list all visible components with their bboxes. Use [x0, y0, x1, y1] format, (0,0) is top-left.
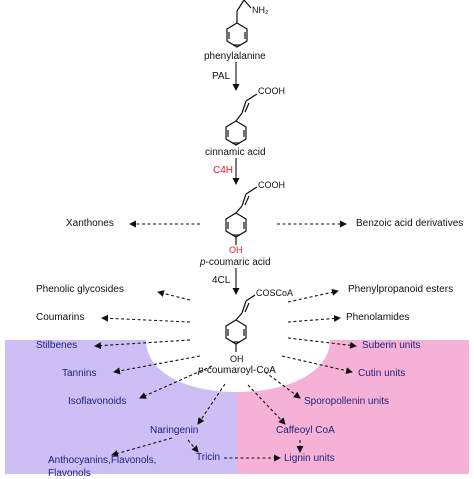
p-coumaric-prefix: p: [200, 257, 206, 268]
c4h-enzyme-label: C4H: [213, 165, 234, 176]
p-coumaric-oh-label: OH: [229, 245, 243, 255]
arrow-to-caffeoyl: [247, 384, 286, 425]
flavonols-cut-label: Flavonols: [48, 468, 91, 479]
cinnamic-acid-structure: [225, 93, 258, 146]
phenylpropanoid-esters-label: Phenylpropanoid esters: [348, 284, 454, 295]
tricin-label: Tricin: [196, 452, 221, 463]
right-region-background: [237, 340, 469, 474]
cutin-units-label: Cutin units: [358, 368, 406, 379]
p-coumaroyl-prefix: p: [198, 365, 204, 376]
p-coumaric-acid-label: p-coumaric acid: [200, 258, 271, 268]
phenolamides-label: Phenolamides: [346, 312, 410, 323]
anthocyanins-flavonols-label: Anthocyanins,Flavonols,: [48, 455, 157, 466]
arrow-naringenin-to-tricin: [187, 439, 199, 453]
phenylalanine-structure: [226, 0, 252, 48]
xanthones-label: Xanthones: [66, 218, 114, 229]
arrow-to-phenolamides: [287, 314, 341, 323]
isoflavonoids-label: Isoflavonoids: [68, 396, 127, 407]
stilbenes-label: Stilbenes: [36, 340, 78, 351]
nh2-label: NH₂: [252, 5, 269, 15]
arrow-to-naringenin: [197, 383, 226, 425]
p-coumaroyl-coa-oh-label: OH: [230, 354, 244, 364]
p-coumaroyl-coa-label: p-coumaroyl-CoA: [198, 366, 276, 376]
p-coumaric-acid-structure: [225, 186, 258, 245]
arrow-to-tannins: [113, 355, 201, 375]
arrow-to-phenolic-glycosides: [157, 290, 191, 301]
lignin-units-label: Lignin units: [284, 453, 335, 464]
arrow-to-phenylpropanoid-esters: [287, 288, 339, 303]
p-coumaric-cooh-label: COOH: [258, 180, 285, 190]
arrow-to-stilbenes: [94, 339, 191, 350]
p-coumaroyl-coa-structure: [225, 294, 256, 352]
arrow-to-isoflavonoids: [139, 365, 213, 399]
phenolic-glycosides-label: Phenolic glycosides: [36, 284, 124, 295]
naringenin-label: Naringenin: [150, 425, 199, 436]
cinnamic-acid-label: cinnamic acid: [205, 147, 266, 158]
4cl-enzyme-label: 4CL: [212, 275, 231, 286]
pal-enzyme-label: PAL: [212, 71, 231, 82]
tannins-label: Tannins: [62, 368, 97, 379]
arrow-to-coumarins: [101, 314, 191, 323]
left-region-background: [5, 340, 237, 474]
suberin-units-label: Suberin units: [362, 340, 421, 351]
arrow-to-suberin: [287, 337, 357, 349]
arrow-to-cutin: [281, 355, 353, 375]
caffeoyl-coa-label: Caffeoyl CoA: [276, 425, 335, 436]
benzoic-acid-derivatives-label: Benzoic acid derivatives: [356, 218, 464, 229]
p-coumaroyl-rest: -coumaroyl-CoA: [203, 365, 276, 376]
p-coumaric-rest: -coumaric acid: [205, 257, 271, 268]
cinnamic-cooh-label: COOH: [258, 86, 285, 96]
coumarins-label: Coumarins: [36, 312, 85, 323]
sporopollenin-units-label: Sporopollenin units: [304, 396, 390, 407]
phenylalanine-label: phenylalanine: [204, 51, 266, 62]
arrow-naringenin-to-anthocyanins: [111, 437, 173, 457]
coscoa-label: COSCoA: [256, 288, 294, 298]
arrow-to-sporopollenin: [264, 371, 301, 399]
